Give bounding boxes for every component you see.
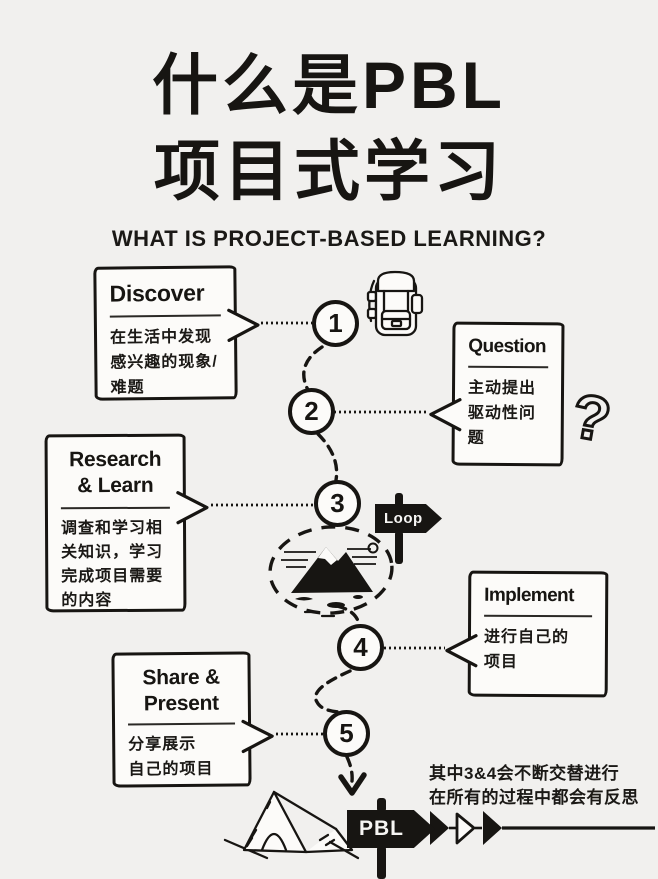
divider (468, 365, 549, 369)
callout-body-implement: 进行自己的 项目 (483, 628, 570, 671)
share-present-callout: Share & Present 分享展示 自己的项目 (111, 651, 274, 788)
callout-tail (227, 308, 260, 342)
question-callout: Question 主动提出 驱动性问题 (429, 321, 565, 467)
callout-tail (176, 491, 209, 525)
discover-callout: Discover 在生活中发现 感兴趣的现象/ 难题 (93, 265, 260, 401)
pbl-sign-post-bottom (377, 846, 386, 879)
callout-body-share: 分享展示 自己的项目 (128, 735, 214, 779)
question-mark-icon: ? (565, 380, 617, 458)
divider (109, 314, 221, 318)
triangle-markers (430, 811, 655, 845)
loop-sign-label: Loop (384, 510, 423, 527)
step-circle-3: 3 (314, 480, 361, 527)
divider (60, 506, 170, 509)
callout-title-discover: Discover (109, 279, 205, 307)
page-subtitle: WHAT IS PROJECT-BASED LEARNING? (111, 226, 547, 251)
callout-title-implement: Implement (484, 584, 574, 607)
callout-tail (241, 719, 274, 754)
callout-body-research: 调查和学习相 关知识，学习 完成项目需要 的内容 (60, 519, 164, 609)
page-title-line1: 什么是PBL (152, 48, 506, 122)
pbl-sign: PBL (347, 810, 435, 848)
step-number: 1 (328, 307, 343, 338)
implement-callout: Implement 进行自己的 项目 (445, 570, 609, 698)
loop-sign-post-top (395, 493, 403, 507)
loop-sign-post-bottom (395, 531, 403, 564)
step-number: 5 (339, 717, 354, 748)
step-circle-4: 4 (337, 624, 384, 671)
step-circle-5: 5 (323, 710, 370, 757)
page-title-line2: 项目式学习 (154, 134, 504, 208)
callout-tail (429, 398, 462, 432)
footnote: 其中3&4会不断交替进行 在所有的过程中都会有反思 (429, 762, 657, 810)
step-circle-2: 2 (288, 388, 335, 435)
research-learn-callout: Research & Learn 调查和学习相 关知识，学习 完成项目需要 的内… (44, 433, 209, 613)
backpack-icon (366, 270, 424, 337)
callout-tail (445, 634, 478, 668)
footnote-line1: 其中3&4会不断交替进行 (429, 764, 620, 783)
step-circle-1: 1 (312, 300, 359, 347)
sun-icon (367, 542, 379, 554)
divider (128, 722, 236, 725)
tent-icon (223, 790, 360, 860)
callout-title-research: Research & Learn (69, 447, 162, 498)
step-number: 4 (353, 631, 368, 662)
divider (484, 614, 593, 618)
step-number: 2 (304, 395, 319, 426)
callout-title-share: Share & Present (142, 665, 220, 716)
footnote-line2: 在所有的过程中都会有反思 (429, 788, 639, 807)
callout-body-question: 主动提出 驱动性问题 (467, 379, 537, 448)
pbl-sign-label: PBL (359, 817, 404, 840)
loop-sign: Loop (375, 504, 442, 533)
mountain-icon (268, 525, 394, 618)
step-number: 3 (330, 487, 345, 518)
pbl-sign-post-top (377, 798, 386, 812)
callout-title-question: Question (468, 335, 546, 358)
callout-body-discover: 在生活中发现 感兴趣的现象/ 难题 (109, 328, 218, 397)
